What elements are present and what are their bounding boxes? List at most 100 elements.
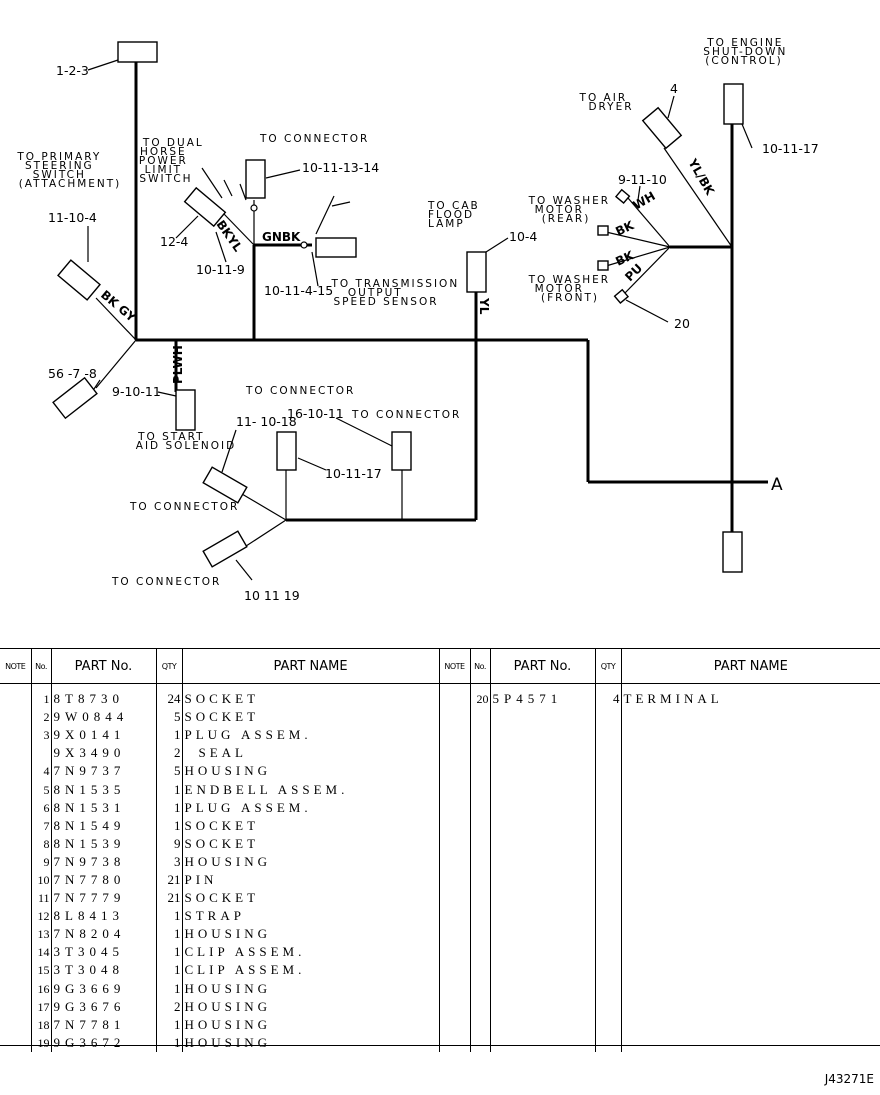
cell-no: 14 <box>30 943 51 962</box>
cell-part-no <box>489 1015 595 1034</box>
cell-no <box>469 798 490 817</box>
cell-qty <box>594 834 621 853</box>
header-qty: QTY <box>155 648 182 684</box>
connector-air-dryer <box>641 106 683 150</box>
cell-qty: 3 <box>155 852 182 871</box>
connector-start-aid <box>175 389 196 431</box>
cell-note <box>438 979 470 998</box>
cell-part-no: 9W0844 <box>50 708 156 727</box>
cell-note <box>0 762 31 780</box>
ref-11-10-18: 11- 10-18 <box>236 414 297 429</box>
cell-qty <box>594 708 621 727</box>
cell-name: HOUSING <box>181 1033 439 1052</box>
cell-no: 16 <box>30 979 51 998</box>
cell-note <box>0 961 31 979</box>
label-to-connector-right: TO CONNECTOR <box>351 409 461 421</box>
cell-name: SOCKET <box>181 889 439 908</box>
cell-part-no <box>489 979 595 998</box>
cell-no <box>469 961 490 980</box>
cell-note <box>0 853 31 871</box>
cell-note <box>0 1034 31 1052</box>
cell-part-no: 7N9737 <box>50 762 156 781</box>
cell-name <box>620 744 880 763</box>
cell-note <box>0 690 31 708</box>
label-air-dryer: TO AIR DRYER <box>579 92 634 113</box>
cell-qty: 1 <box>155 816 182 835</box>
cell-name: SOCKET <box>181 834 439 853</box>
connector-16-10-11 <box>391 431 412 471</box>
cell-qty <box>594 907 621 926</box>
cell-part-no <box>489 852 595 871</box>
drawing-number: J43271E <box>824 1072 874 1086</box>
cell-note <box>0 780 31 798</box>
cell-part-no: 8N1539 <box>50 834 156 853</box>
ref-20: 20 <box>674 316 690 331</box>
wire-label-gnbk: GNBK <box>262 230 301 244</box>
cell-no <box>469 907 490 926</box>
cell-name <box>620 870 880 890</box>
cell-no <box>469 925 490 944</box>
ref-4: 4 <box>670 81 678 96</box>
cell-part-no: 7N7780 <box>50 870 156 890</box>
cell-no <box>469 870 490 890</box>
cell-qty: 21 <box>155 870 182 890</box>
cell-no <box>469 1033 490 1052</box>
cell-note <box>0 871 31 889</box>
connector-cab-flood-lamp <box>466 251 487 293</box>
label-washer-rear: TO WASHER MOTOR (REAR) <box>528 195 616 225</box>
cell-no: 7 <box>30 816 51 835</box>
wiring-harness-diagram: TO PRIMARY STEERING SWITCH (ATTACHMENT) … <box>16 37 819 603</box>
cell-part-no: 8N1549 <box>50 816 156 835</box>
cell-name <box>620 762 880 781</box>
ring-connector <box>250 204 258 212</box>
cell-no <box>469 852 490 871</box>
cell-name <box>620 834 880 853</box>
cell-part-no <box>489 870 595 890</box>
ref-a: A <box>771 475 783 495</box>
ref-10-11-17-mid: 10-11-17 <box>325 466 382 481</box>
cell-part-no: 9G3676 <box>50 997 156 1016</box>
cell-note <box>438 726 470 745</box>
cell-part-no: 8N1535 <box>50 780 156 799</box>
ring-connector <box>300 241 308 249</box>
cell-part-no: 7N9738 <box>50 852 156 871</box>
cell-part-no: 9G3672 <box>50 1033 156 1052</box>
cell-note <box>438 744 470 763</box>
header-part-name: PART NAME <box>181 648 439 684</box>
label-start-aid: TO START AID SOLENOID <box>136 431 236 452</box>
cell-no: 2 <box>30 708 51 727</box>
cell-part-no: 3T3048 <box>50 961 156 980</box>
cell-no: 11 <box>30 889 51 908</box>
cell-name <box>620 925 880 944</box>
cell-name: ENDBELL ASSEM. <box>181 780 439 799</box>
cell-part-no <box>489 708 595 727</box>
cell-name: STRAP <box>181 907 439 926</box>
label-to-connector-bottom: TO CONNECTOR <box>111 576 221 588</box>
cell-no <box>469 816 490 835</box>
cell-no: 10 <box>30 870 51 890</box>
cell-part-no <box>489 961 595 980</box>
cell-name <box>620 816 880 835</box>
cell-name: PLUG ASSEM. <box>181 798 439 817</box>
header-note: NOTE <box>438 648 470 684</box>
cell-no <box>469 762 490 781</box>
cell-no: 3 <box>30 726 51 745</box>
wire-label-wh: WH <box>631 189 658 213</box>
ref-10-11-17-top: 10-11-17 <box>762 141 819 156</box>
cell-note <box>0 744 31 762</box>
ref-10-11-9: 10-11-9 <box>196 262 245 277</box>
cell-note <box>438 852 470 871</box>
wire-label-ylbk: YL/BK <box>685 156 718 198</box>
cell-name: HOUSING <box>181 925 439 944</box>
connector-primary-steering <box>57 259 101 301</box>
cell-part-no: 8L8413 <box>50 907 156 926</box>
cell-name <box>620 726 880 745</box>
cell-name: HOUSING <box>181 1015 439 1034</box>
cell-qty: 4 <box>594 690 621 709</box>
bottom-rule <box>0 1045 880 1046</box>
